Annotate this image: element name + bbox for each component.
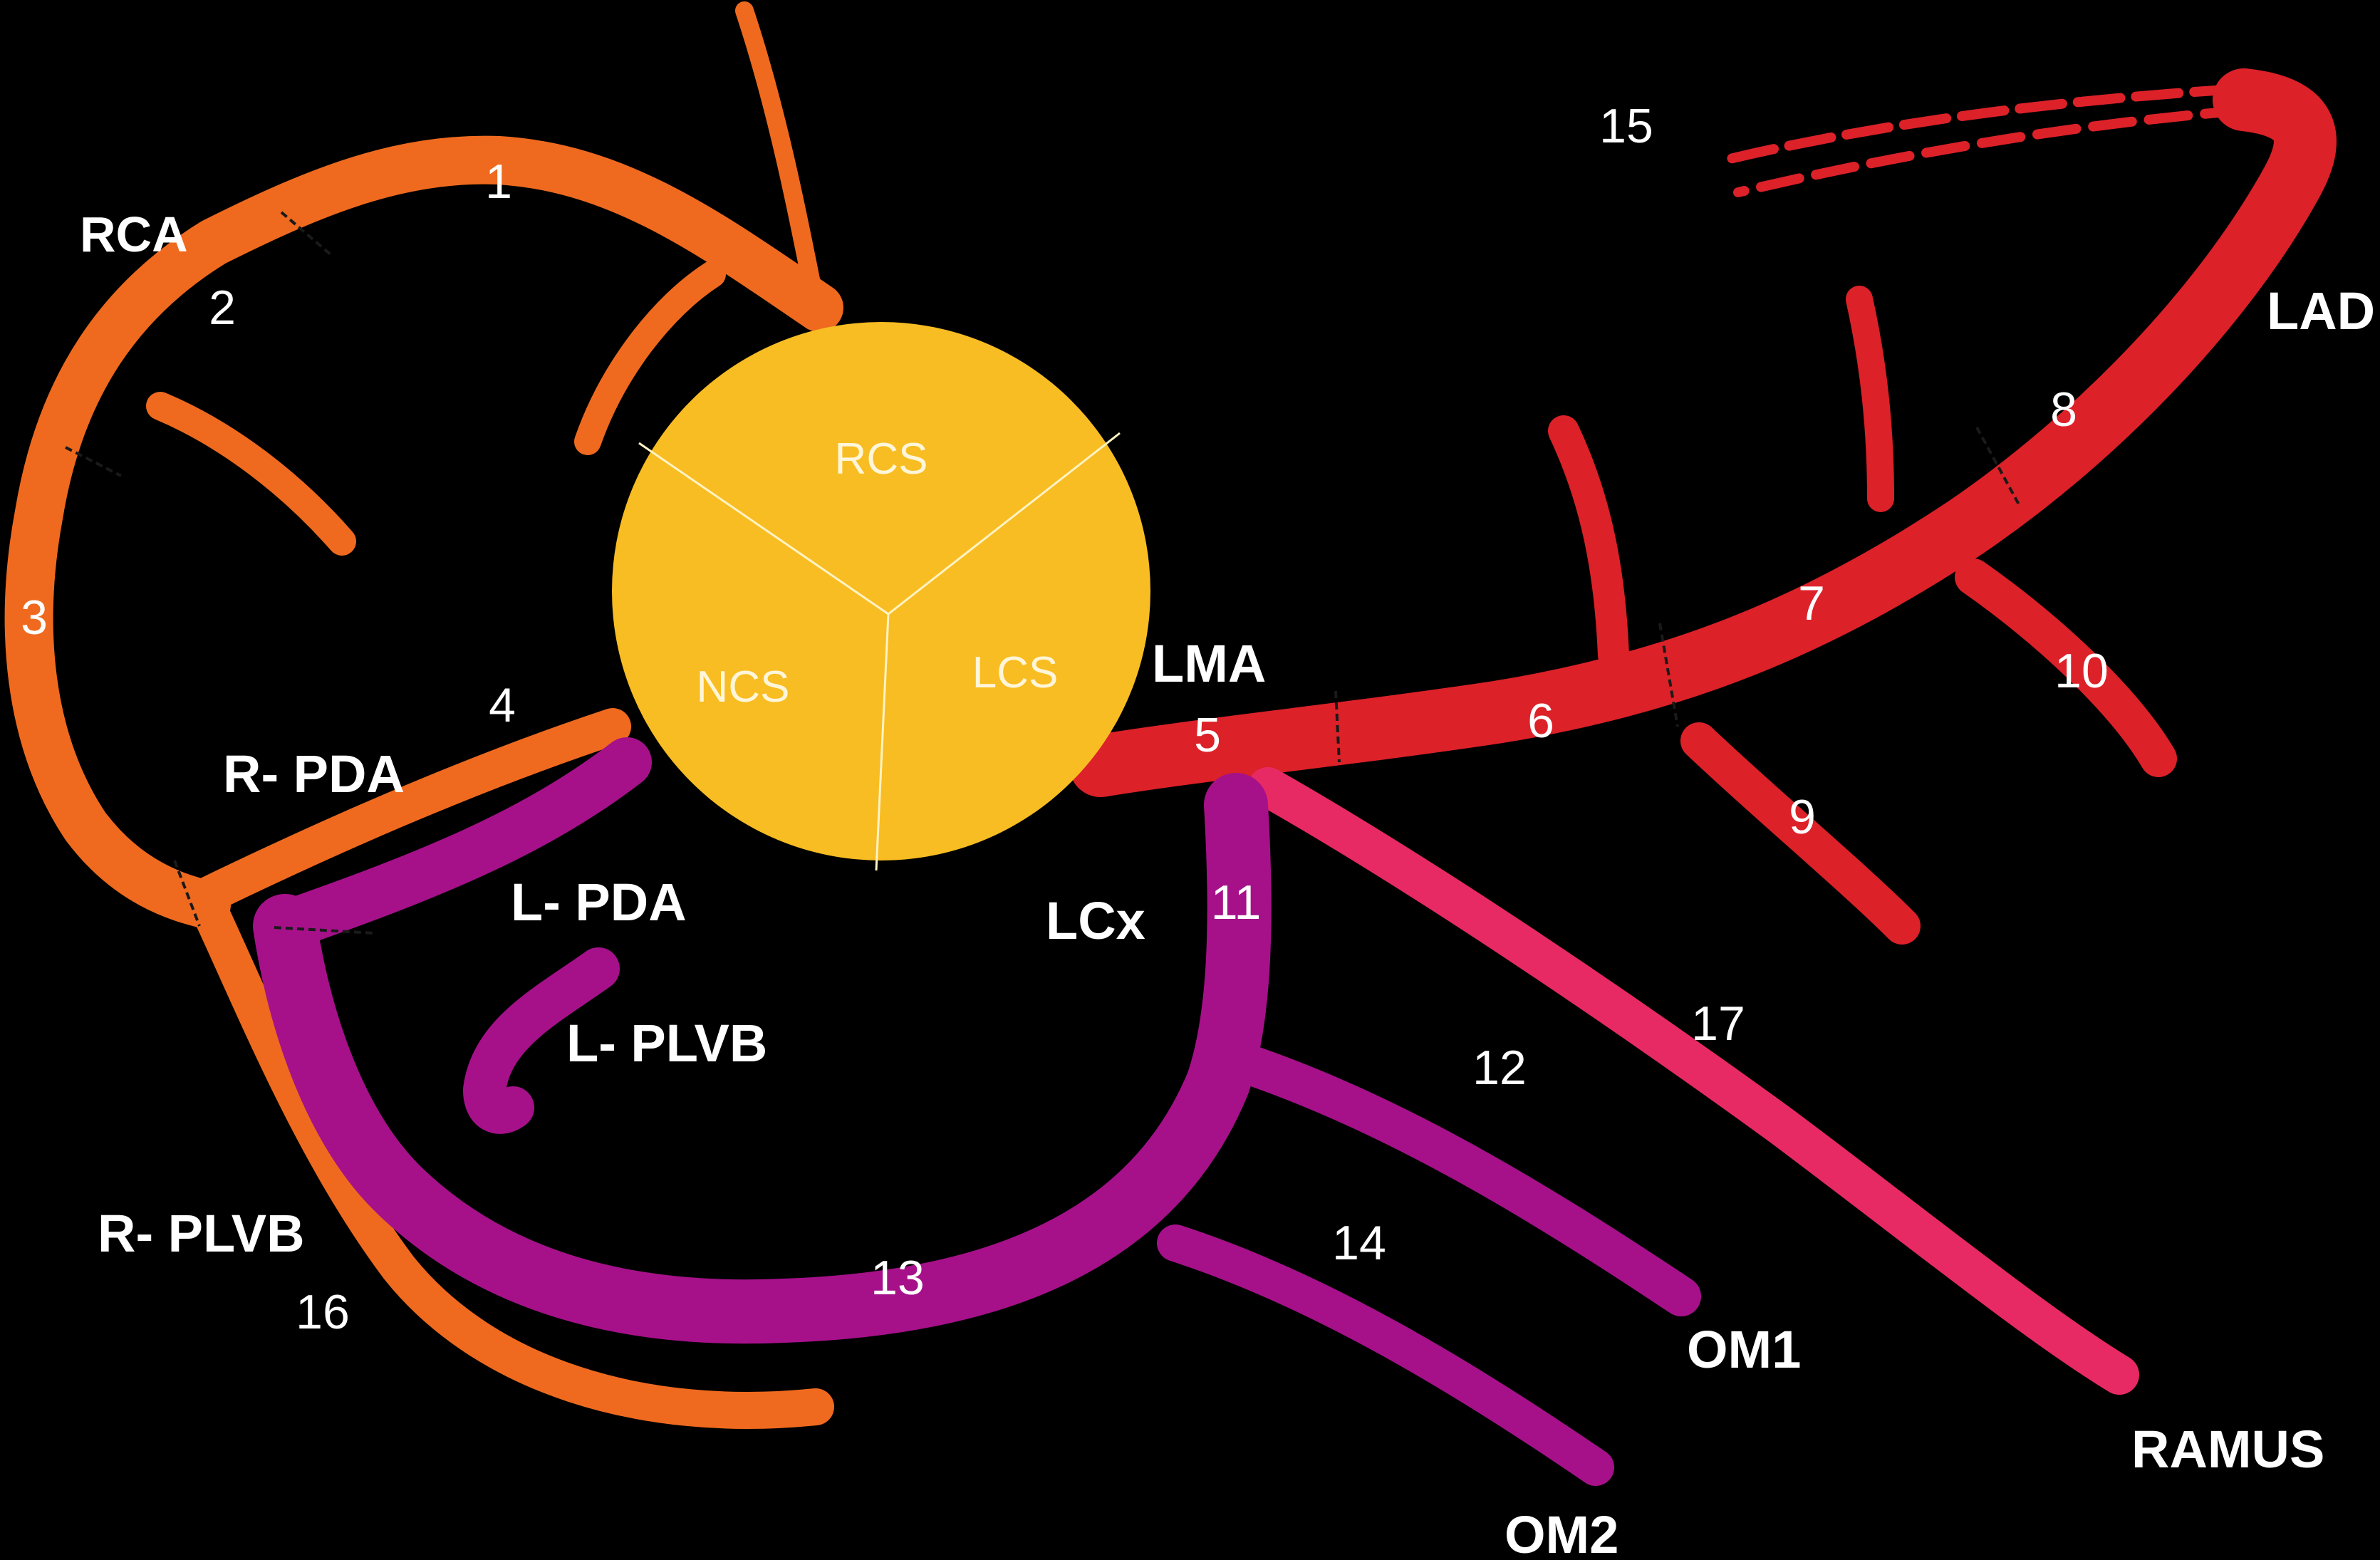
label-r-pda: R- PDA <box>223 744 405 804</box>
segment-number-14: 14 <box>1332 1216 1386 1270</box>
cusp-label-rcs: RCS <box>835 435 928 484</box>
lma-lad-vessel <box>1069 68 2337 797</box>
cusp-divider-ncs-rcs <box>638 442 889 615</box>
segment-number-15: 15 <box>1599 99 1653 153</box>
segment-dividers <box>65 211 2021 935</box>
segment-number-6: 6 <box>1527 694 1554 748</box>
lad-spike-1 <box>1548 415 1629 671</box>
om2-vessel <box>1157 1224 1614 1486</box>
diagonal-9-vessel <box>1680 722 1921 945</box>
segment-number-1: 1 <box>485 155 512 209</box>
ramus-vessel <box>1248 767 2139 1395</box>
segment-number-4: 4 <box>489 678 516 732</box>
l-plvb-vessel <box>463 947 620 1134</box>
r-plvb-vessel <box>192 893 834 1429</box>
label-lad: LAD <box>2267 281 2375 340</box>
label-om1: OM1 <box>1687 1320 1801 1379</box>
cusp-label-ncs: NCS <box>697 662 790 712</box>
rca-main-arc <box>4 135 843 929</box>
label-r-plvb: R- PLVB <box>98 1204 305 1263</box>
label-l-pda: L- PDA <box>511 873 687 932</box>
segment-number-11: 11 <box>1211 875 1262 930</box>
r-pda-vessel <box>185 708 631 916</box>
lad-spike-2 <box>1846 286 1894 512</box>
label-om2: OM2 <box>1505 1505 1618 1560</box>
segment-number-3: 3 <box>21 591 48 645</box>
segment-number-8: 8 <box>2050 383 2077 437</box>
cusp-label-lcs: LCS <box>972 648 1059 697</box>
label-l-plvb: L- PLVB <box>566 1014 767 1073</box>
segment-number-16: 16 <box>296 1285 350 1339</box>
lad-distal-15-lower <box>1733 105 2249 197</box>
om1-vessel <box>1220 1041 1701 1316</box>
diagonal-10-vessel <box>1955 558 2177 777</box>
lcx-tree <box>253 737 1701 1486</box>
label-lcx: LCx <box>1046 891 1145 950</box>
aortic-root: RCS NCS LCS <box>612 322 1150 871</box>
segment-number-10: 10 <box>2054 644 2109 698</box>
segment-number-12: 12 <box>1472 1041 1527 1095</box>
label-rca: RCA <box>80 207 188 262</box>
lcx-main-vessel <box>253 773 1272 1344</box>
lad-tree <box>1069 68 2337 945</box>
label-lma: LMA <box>1152 634 1266 693</box>
cusp-divider-ncs-lcs <box>875 613 890 871</box>
rca-branch-2 <box>146 392 356 556</box>
l-pda-vessel <box>260 737 652 951</box>
segment-number-9: 9 <box>1789 790 1816 844</box>
segment-number-17: 17 <box>1691 997 1745 1051</box>
segment-number-5: 5 <box>1194 708 1221 762</box>
segment-numbers: 1 2 3 4 5 6 7 8 9 10 11 12 13 14 15 16 1… <box>21 99 2109 1339</box>
segment-number-13: 13 <box>871 1251 925 1305</box>
cusp-divider-rcs-lcs <box>888 432 1121 615</box>
lad-distal-15-upper <box>1719 84 2242 165</box>
segment-number-7: 7 <box>1798 576 1825 630</box>
rca-top-branch <box>735 1 825 314</box>
rca-branch-1 <box>574 261 726 455</box>
aortic-root-circle <box>612 322 1150 860</box>
vessel-labels: RCA LMA LAD LCx R- PDA L- PDA L- PLVB R-… <box>80 207 2375 1560</box>
segment-number-2: 2 <box>209 281 236 335</box>
label-ramus: RAMUS <box>2131 1420 2324 1479</box>
rca-tree <box>4 1 843 1429</box>
